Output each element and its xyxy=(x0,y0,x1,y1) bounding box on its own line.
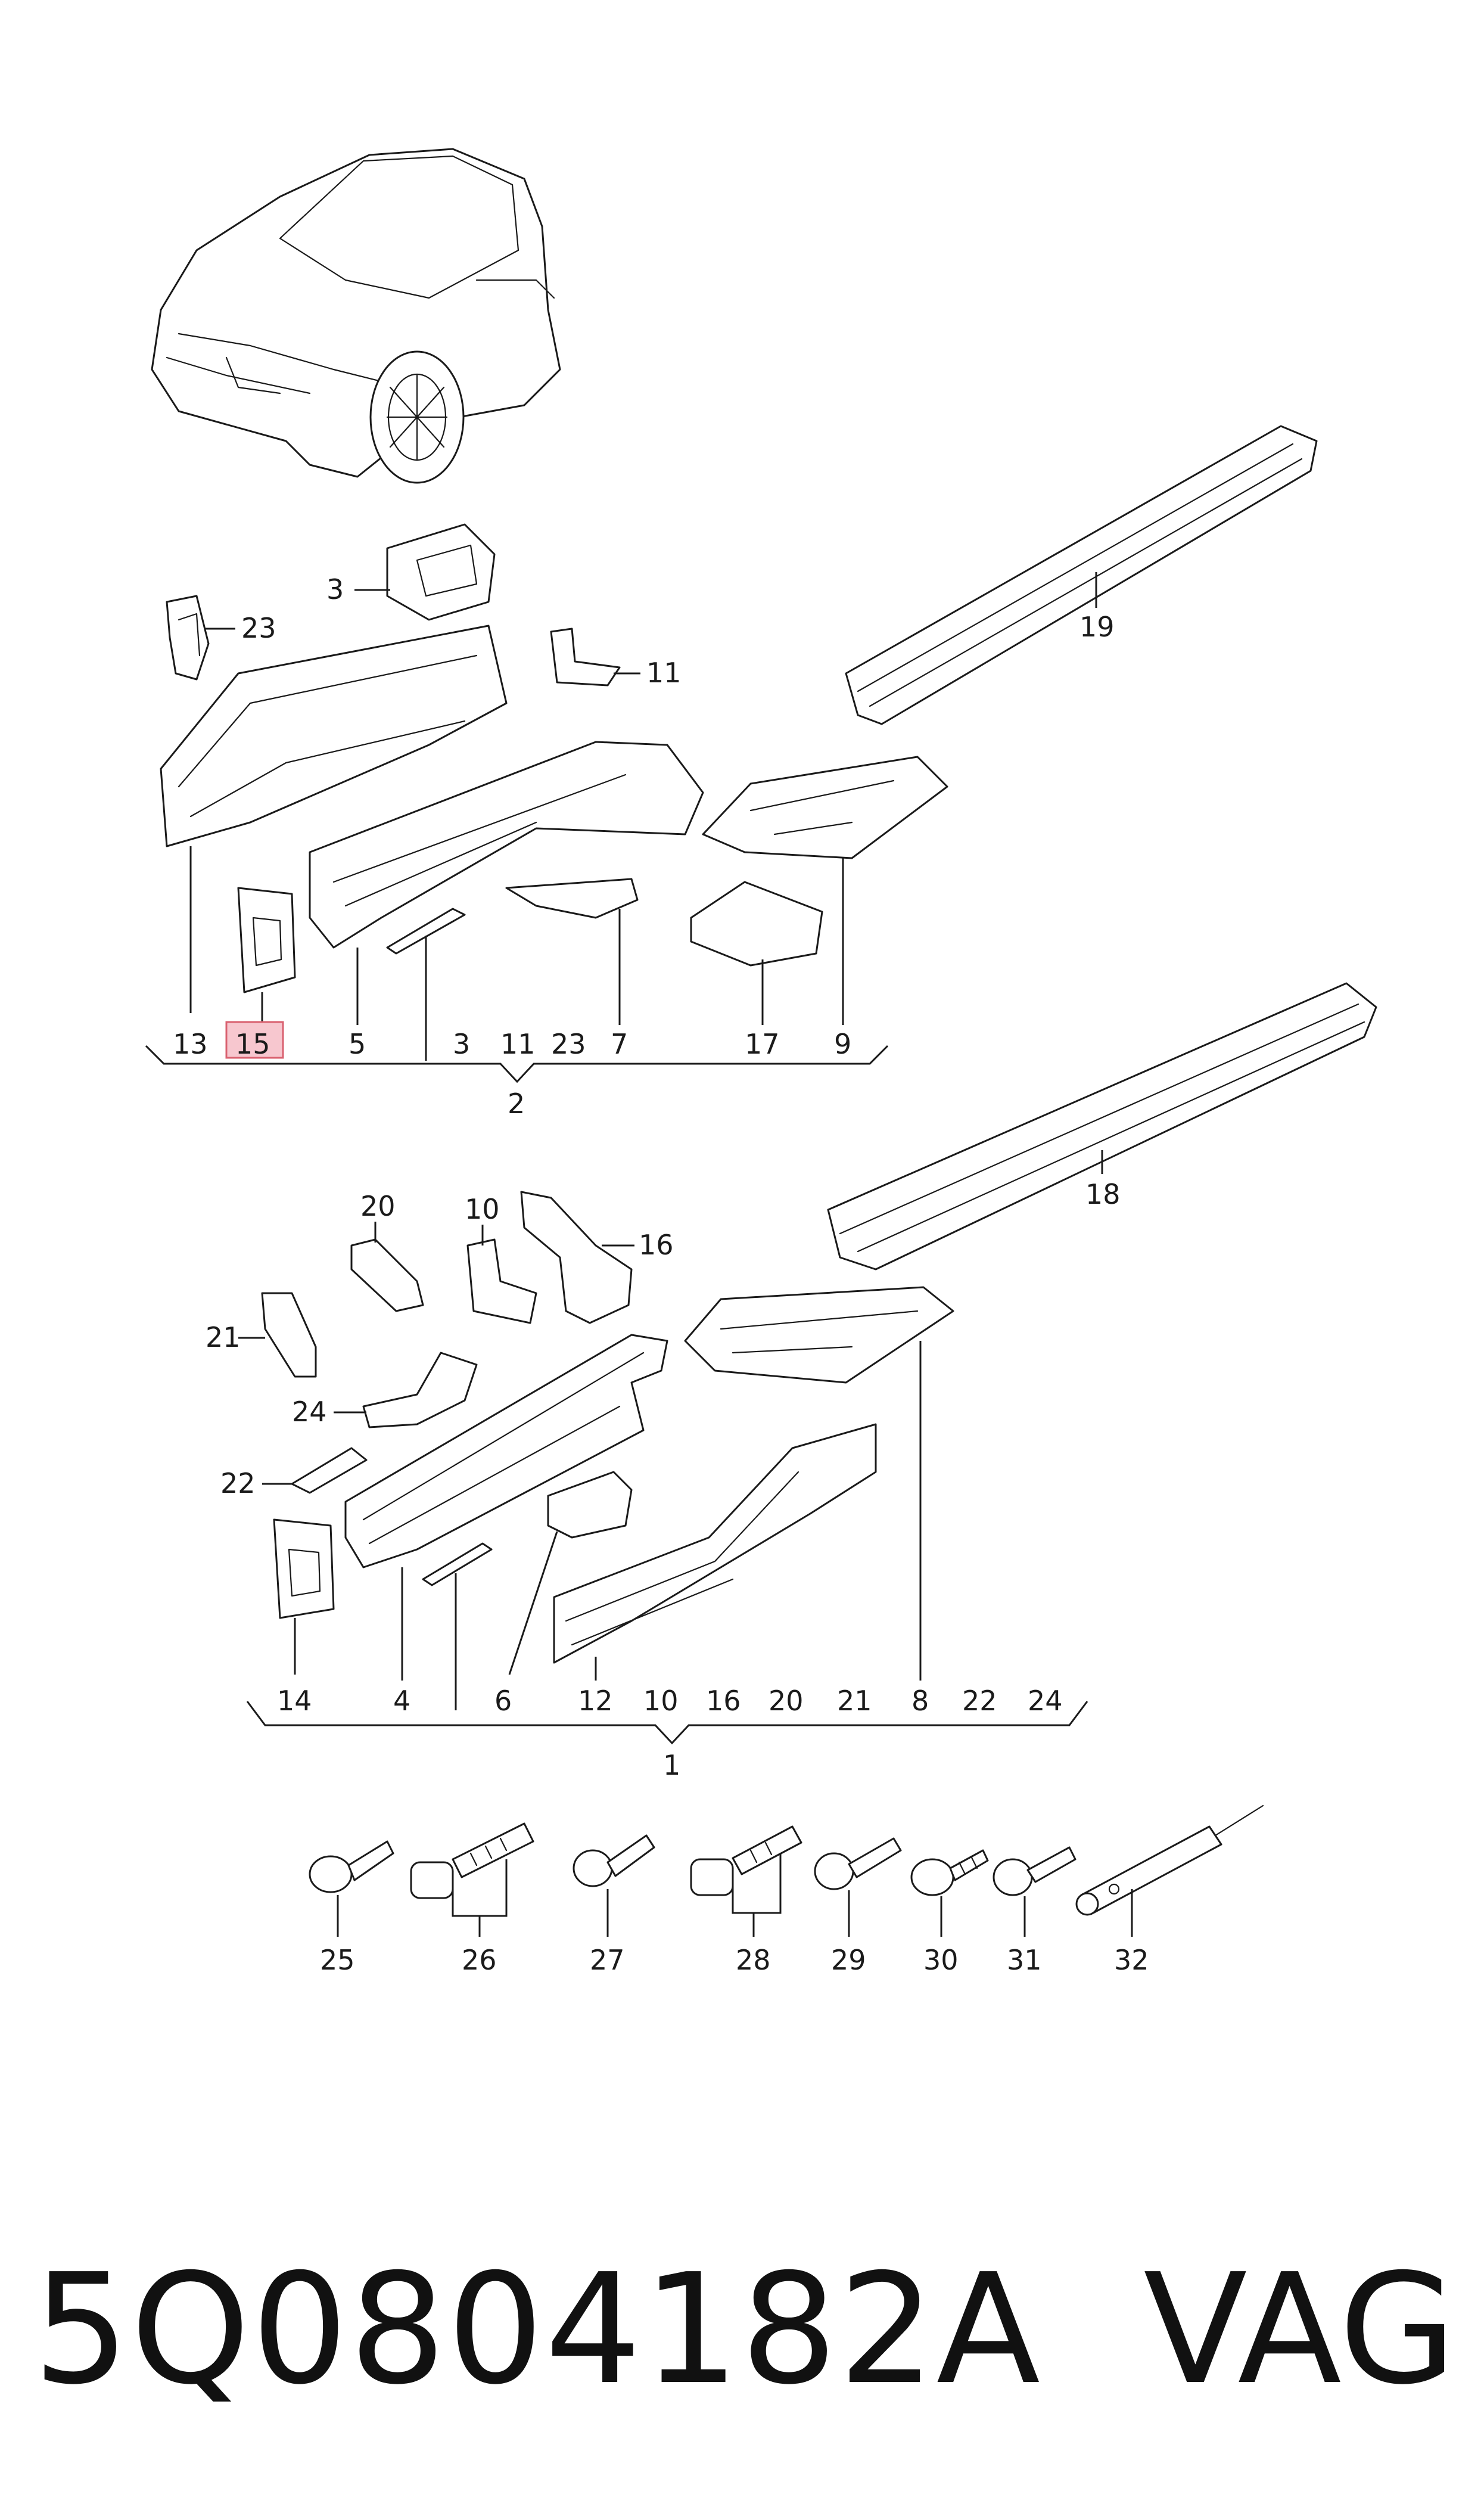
callout-23-top: 23 xyxy=(241,612,276,644)
fastener-32-tool: 32 xyxy=(1075,1804,1264,1976)
callout-20-side: 20 xyxy=(360,1190,396,1222)
fastener-31: 31 xyxy=(993,1846,1077,1976)
callout-16: 16 xyxy=(706,1685,741,1717)
part-12-longmember xyxy=(553,1423,877,1681)
brace-top xyxy=(145,1045,889,1083)
callout-21: 21 xyxy=(837,1685,872,1717)
part-16-bracket: 16 xyxy=(520,1191,674,1324)
callout-25: 25 xyxy=(320,1944,355,1976)
callout-23-bottom: 23 xyxy=(551,1028,586,1060)
fastener-26: 26 xyxy=(410,1822,534,1976)
part-23-bracket: 23 xyxy=(166,595,276,681)
part-11-bracket: 11 xyxy=(550,628,682,689)
part-14-plate xyxy=(273,1518,335,1675)
part-22-bracket: 22 xyxy=(220,1447,368,1499)
callout-14: 14 xyxy=(277,1685,312,1717)
callout-30: 30 xyxy=(923,1944,959,1976)
fastener-27: 27 xyxy=(573,1834,655,1976)
callout-7: 7 xyxy=(611,1028,628,1060)
middle-group-callouts: 14 4 6 12 10 16 20 21 8 22 24 1 xyxy=(246,1685,1088,1781)
part-4-longmember xyxy=(344,1334,668,1681)
callout-5: 5 xyxy=(349,1028,366,1060)
part-15-plate-highlighted xyxy=(237,887,296,1025)
callout-31: 31 xyxy=(1007,1944,1042,1976)
callout-2: 2 xyxy=(508,1088,525,1120)
callout-22: 22 xyxy=(962,1685,997,1717)
callout-22-side: 22 xyxy=(220,1467,256,1499)
part-20-bracket: 20 xyxy=(350,1190,424,1312)
callout-16-side: 16 xyxy=(639,1229,674,1261)
callout-24-side: 24 xyxy=(292,1396,327,1428)
part-3-bracket: 3 xyxy=(326,523,496,621)
callout-12: 12 xyxy=(578,1685,613,1717)
callout-17: 17 xyxy=(745,1028,780,1060)
part-17-bracket xyxy=(690,881,823,1025)
callout-9: 9 xyxy=(834,1028,851,1060)
callout-3-bottom: 3 xyxy=(453,1028,470,1060)
part-13-longmember xyxy=(160,625,508,1013)
callout-29: 29 xyxy=(831,1944,866,1976)
highlight-box-15 xyxy=(225,1021,284,1059)
fastener-25: 25 xyxy=(309,1840,394,1976)
part-7-bracket xyxy=(505,878,639,1025)
vehicle-illustration xyxy=(151,148,561,484)
callout-11-top: 11 xyxy=(646,657,682,689)
fastener-30: 30 xyxy=(910,1849,989,1976)
callout-10: 10 xyxy=(643,1685,679,1717)
callout-24: 24 xyxy=(1028,1685,1063,1717)
callout-1: 1 xyxy=(663,1749,680,1781)
callout-18: 18 xyxy=(1085,1178,1121,1210)
top-group-callouts: 13 15 5 3 11 23 7 17 9 2 xyxy=(145,1021,889,1120)
callout-26: 26 xyxy=(462,1944,497,1976)
callout-15: 15 xyxy=(235,1028,270,1060)
part-9-wheelhouse xyxy=(702,756,948,1025)
callout-32: 32 xyxy=(1114,1944,1149,1976)
part-number: 5Q0804182A xyxy=(33,2241,1042,2418)
callout-13: 13 xyxy=(173,1028,208,1060)
callout-21-side: 21 xyxy=(206,1321,241,1353)
part-21-bracket: 21 xyxy=(206,1292,317,1378)
part-3-strip xyxy=(386,908,466,1061)
callout-20: 20 xyxy=(769,1685,804,1717)
callout-27: 27 xyxy=(590,1944,625,1976)
part-8-wheelhouse xyxy=(684,1286,954,1681)
part-12-bracket xyxy=(508,1471,633,1675)
callout-8: 8 xyxy=(911,1685,929,1717)
fastener-29: 29 xyxy=(814,1837,902,1976)
callout-11-bottom: 11 xyxy=(500,1028,536,1060)
callout-19: 19 xyxy=(1079,611,1115,643)
footer-bar: 5Q0804182A VAG xyxy=(33,2241,1463,2419)
fastener-28: 28 xyxy=(690,1825,802,1976)
part-18-rail: 18 xyxy=(827,982,1377,1271)
brand-label: VAG xyxy=(1143,2241,1457,2418)
callout-4: 4 xyxy=(393,1685,410,1717)
callout-28: 28 xyxy=(736,1944,771,1976)
part-24-bracket: 24 xyxy=(292,1352,478,1428)
part-6-strip xyxy=(422,1542,493,1710)
callout-3-top: 3 xyxy=(326,573,344,605)
part-19-rail: 19 xyxy=(845,425,1318,725)
part-10-bracket: 10 xyxy=(465,1193,537,1324)
callout-10-side: 10 xyxy=(465,1193,500,1225)
callout-6: 6 xyxy=(494,1685,512,1717)
brace-middle xyxy=(246,1701,1088,1745)
part-5-longmember xyxy=(309,741,704,1025)
fasteners: 25 26 27 28 xyxy=(309,1804,1264,1976)
